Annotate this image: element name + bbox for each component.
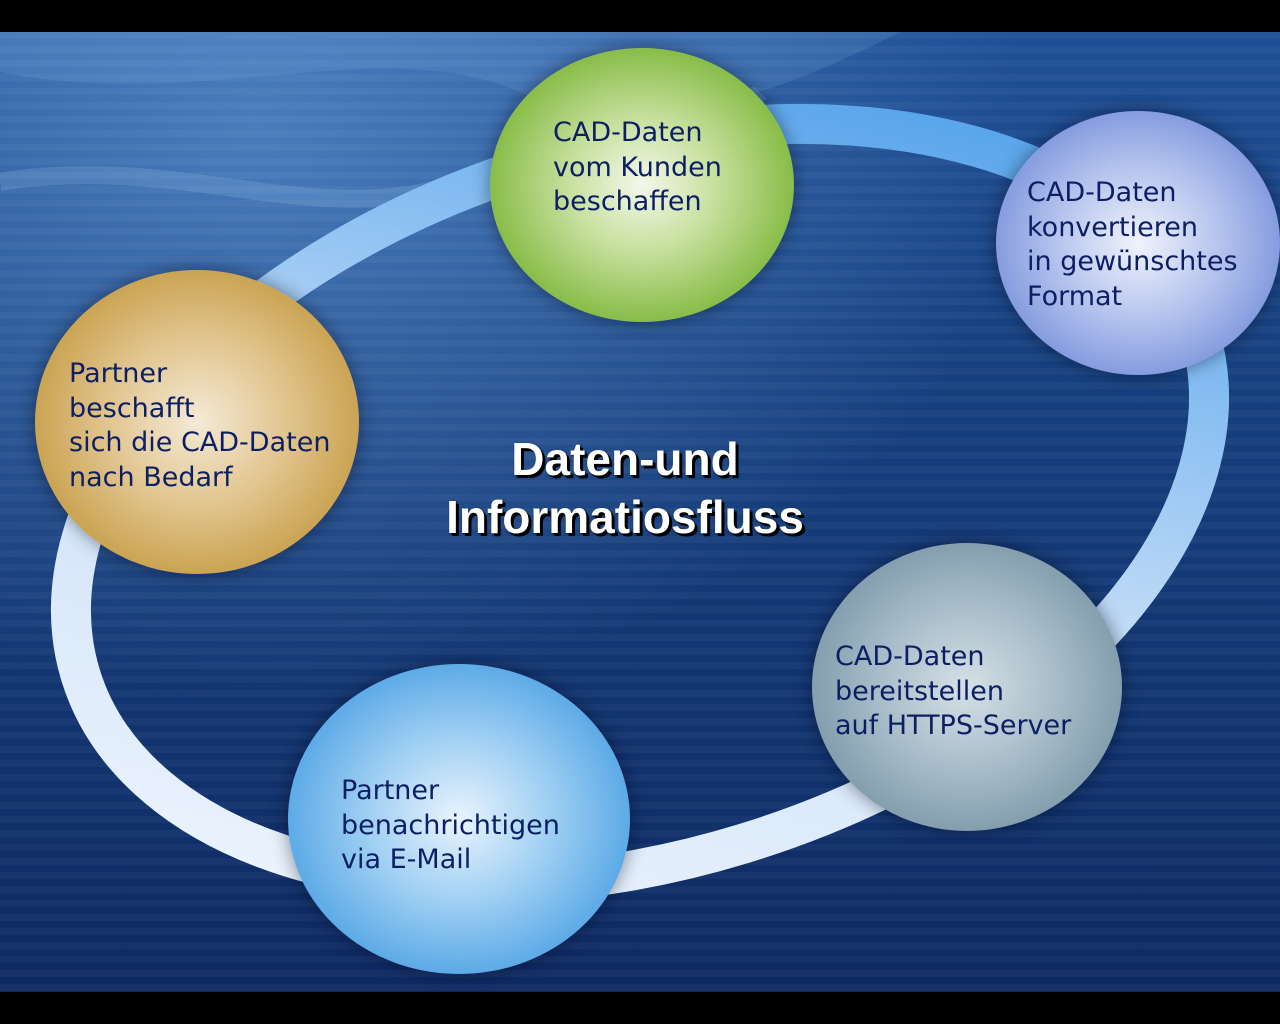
node-get-cad-data bbox=[490, 48, 794, 322]
node-notify-partner bbox=[288, 664, 630, 974]
node-convert-cad-data bbox=[996, 111, 1280, 375]
node-label-notify-partner: Partner benachrichtigen via E-Mail bbox=[341, 775, 560, 875]
node-provide-on-server bbox=[812, 543, 1122, 831]
node-partner-retrieves bbox=[35, 270, 359, 574]
node-label-partner-retrieves: Partner beschafft sich die CAD-Daten nac… bbox=[69, 358, 331, 493]
node-label-convert-cad-data: CAD-Daten konvertieren in gewünschtes Fo… bbox=[1027, 177, 1238, 312]
diagram-title: Daten-und Informatiosfluss bbox=[380, 430, 870, 546]
diagram-title-line-1: Daten-und bbox=[511, 433, 739, 485]
node-label-provide-on-server: CAD-Daten bereitstellen auf HTTPS-Server bbox=[835, 641, 1072, 741]
diagram-title-line-2: Informatiosfluss bbox=[446, 491, 804, 543]
node-label-get-cad-data: CAD-Daten vom Kunden beschaffen bbox=[553, 117, 722, 217]
